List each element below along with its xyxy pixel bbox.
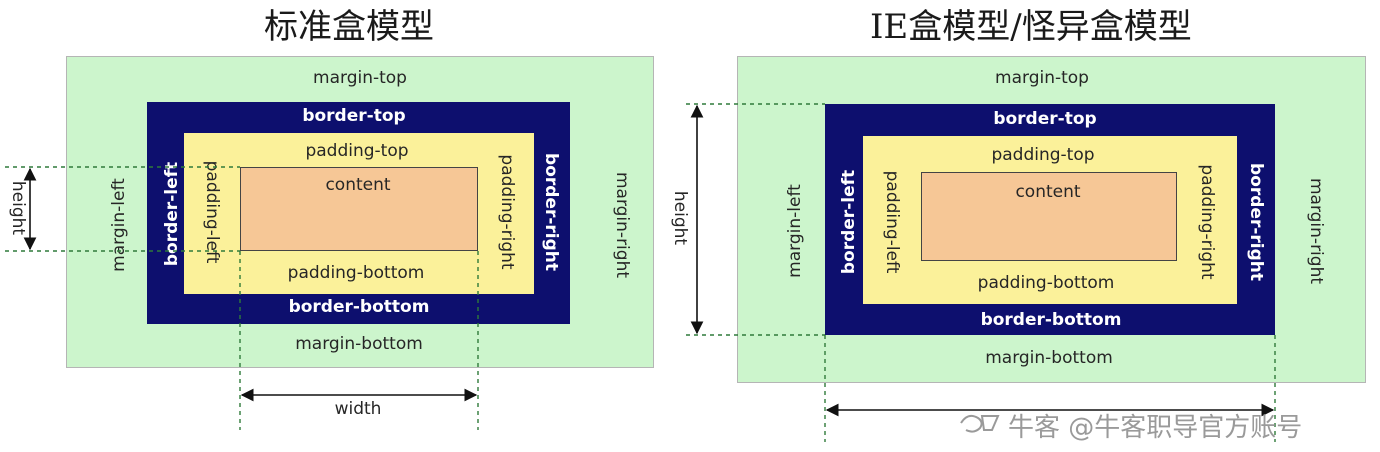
right-border-right-label: border-right xyxy=(1246,163,1266,281)
right-padding-bottom-label: padding-bottom xyxy=(977,273,1115,293)
left-content-area xyxy=(240,167,478,251)
left-width-label: width xyxy=(334,399,382,419)
left-border-top-label: border-top xyxy=(302,106,406,126)
right-border-top-label: border-top xyxy=(993,109,1097,129)
left-margin-top-label: margin-top xyxy=(313,68,407,88)
left-border-right-label: border-right xyxy=(541,153,561,271)
watermark-text: 牛客 @牛客职导官方账号 xyxy=(1008,413,1303,443)
right-content-label: content xyxy=(1015,182,1081,202)
right-margin-bottom-label: margin-bottom xyxy=(985,348,1113,368)
standard-box-model-title: 标准盒模型 xyxy=(264,7,434,47)
left-height-label: height xyxy=(8,180,28,236)
right-padding-top-label: padding-top xyxy=(991,145,1095,165)
right-content-area xyxy=(921,172,1177,261)
left-padding-left-label: padding-left xyxy=(202,160,222,264)
right-margin-right-label: margin-right xyxy=(1306,177,1326,285)
ie-box-model-title: IE盒模型/怪异盒模型 xyxy=(870,7,1192,47)
left-padding-right-label: padding-right xyxy=(497,154,517,270)
right-margin-top-label: margin-top xyxy=(995,68,1089,88)
left-margin-right-label: margin-right xyxy=(612,171,632,279)
right-border-bottom-label: border-bottom xyxy=(980,310,1122,330)
left-content-label: content xyxy=(325,175,391,195)
left-padding-bottom-label: padding-bottom xyxy=(287,263,425,283)
right-padding-left-label: padding-left xyxy=(882,170,902,274)
watermark: 牛客 @牛客职导官方账号 xyxy=(958,410,1302,445)
left-border-bottom-label: border-bottom xyxy=(288,297,430,317)
left-margin-bottom-label: margin-bottom xyxy=(295,334,423,354)
right-padding-right-label: padding-right xyxy=(1197,164,1217,280)
left-padding-top-label: padding-top xyxy=(305,141,409,161)
right-height-label: height xyxy=(670,190,690,246)
brand-logo-icon xyxy=(958,410,1002,445)
